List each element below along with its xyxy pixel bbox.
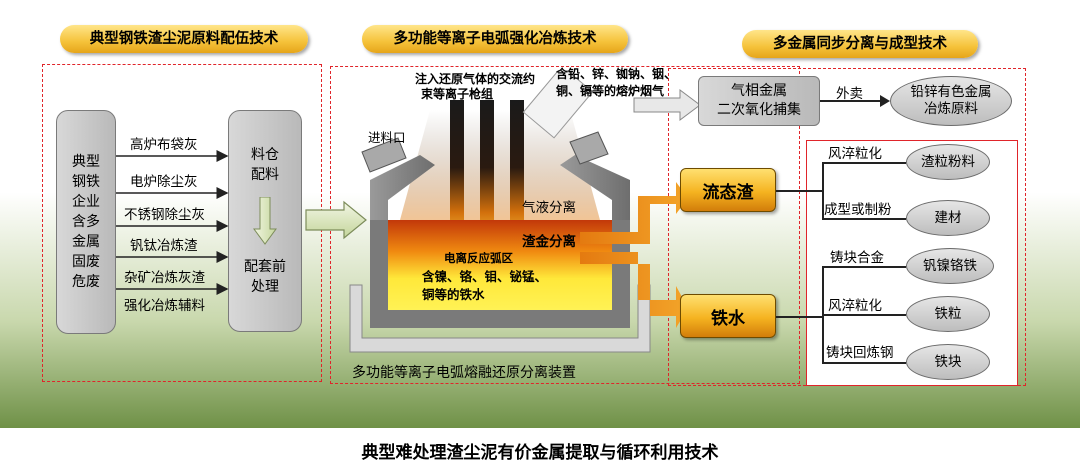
source-line: 固废 (72, 254, 100, 270)
iron-tree-trunk (776, 316, 822, 318)
bin-batching-box: 料仓 配料 配套前 处理 (228, 110, 302, 332)
iron-branch (822, 362, 906, 364)
section-title-metal-separation: 多金属同步分离与成型技术 (742, 30, 978, 58)
source-line: 钢铁 (72, 174, 100, 190)
bin-bottom-line: 处理 (251, 279, 279, 295)
feed-inlet-tube (361, 137, 407, 173)
feed-arrow-icon (305, 200, 367, 240)
slag-arrow (580, 182, 688, 244)
slag-process-label: 成型或制粉 (824, 202, 892, 218)
source-line: 金属 (72, 234, 100, 250)
sell-connector (820, 100, 884, 102)
plasma-torch (510, 100, 524, 250)
section-title-plasma-smelting: 多功能等离子电弧强化冶炼技术 (362, 25, 628, 53)
material-label: 杂矿冶炼灰渣 (124, 270, 205, 286)
capture-line: 二次氧化捕集 (717, 102, 801, 118)
iron-box: 铁水 (680, 294, 776, 338)
fume-label-line: 含铅、锌、铷钠、铟、 (556, 67, 677, 81)
source-line: 企业 (72, 194, 100, 210)
iron-branch (822, 266, 906, 268)
inlet-label: 进料口 (368, 130, 406, 145)
iron-branch (822, 314, 906, 316)
nonferrous-line: 铅锌有色金属 (910, 84, 992, 100)
arc-zone-label: 电离反应弧区 (444, 251, 513, 265)
section-title-raw-material: 典型钢铁渣尘泥原料配伍技术 (60, 25, 308, 53)
torch-label: 注入还原气体的交流约 束等离子枪组 (415, 72, 535, 102)
capture-line: 气相金属 (731, 83, 787, 99)
slag-product-oval: 渣粒粉料 (906, 144, 990, 180)
source-line: 典型 (72, 154, 100, 170)
plasma-furnace-illustration (349, 70, 651, 353)
iron-process-label: 铸块回炼钢 (826, 345, 894, 361)
device-label: 多功能等离子电弧熔融还原分离装置 (352, 365, 576, 381)
slag-branch (822, 162, 906, 164)
bin-top-line: 配料 (251, 167, 279, 183)
vapor-capture-box: 气相金属 二次氧化捕集 (698, 76, 820, 126)
material-label: 高炉布袋灰 (130, 137, 198, 153)
slag-product-oval: 建材 (906, 200, 990, 236)
plasma-torch (450, 100, 464, 250)
source-line: 危废 (72, 274, 100, 290)
iron-process-label: 铸块合金 (830, 250, 884, 266)
iron-product-oval: 铁粒 (906, 296, 990, 332)
molten-iron-label: 含镍、铬、钼、铋锰、 铜等的铁水 (422, 268, 547, 304)
figure-caption: 典型难处理渣尘泥有价金属提取与循环利用技术 (361, 443, 719, 463)
torch-label-line: 束等离子枪组 (421, 87, 494, 101)
exhaust-duct-hatched (522, 70, 594, 139)
iron-arrow (580, 252, 688, 328)
slag-tree-spine (822, 162, 824, 218)
source-waste-box: 典型 钢铁 企业 含多 金属 固废 危废 (56, 110, 116, 334)
source-line: 含多 (72, 214, 100, 230)
crucible (370, 220, 630, 328)
bin-top-line: 料仓 (251, 147, 279, 163)
fume-label: 含铅、锌、铷钠、铟、 铜、镉等的熔炉烟气 (556, 66, 676, 100)
iron-product-oval: 钒镍铬铁 (906, 248, 994, 284)
exhaust-duct (569, 131, 609, 165)
material-label: 电炉除尘灰 (130, 174, 198, 190)
slag-tree-trunk (776, 190, 822, 192)
fume-label-line: 铜、镉等的熔炉烟气 (556, 84, 665, 98)
bin-bottom-line: 配套前 (244, 259, 286, 275)
material-arrows (116, 150, 229, 295)
iron-product-oval: 铁块 (906, 344, 990, 380)
sell-label: 外卖 (836, 86, 863, 102)
gas-liquid-label: 气液分离 (522, 200, 576, 216)
furnace-roof-right (560, 155, 630, 220)
torch-label-line: 注入还原气体的交流约 (415, 72, 536, 86)
slag-branch (822, 218, 906, 220)
molten-bath (388, 220, 612, 310)
molten-iron-line: 铜等的铁水 (422, 287, 485, 302)
nonferrous-oval: 铅锌有色金属 冶炼原料 (890, 76, 1012, 126)
slag-process-label: 风淬粒化 (828, 146, 882, 162)
material-label: 钒钛冶炼渣 (130, 238, 198, 254)
molten-iron-line: 含镍、铬、钼、铋锰、 (422, 269, 548, 284)
material-label: 不锈钢除尘灰 (124, 207, 205, 223)
plasma-torch (480, 100, 494, 250)
material-label: 强化冶炼辅料 (124, 298, 205, 314)
furnace-roof-left (370, 155, 435, 220)
fume-arrow-icon (633, 89, 701, 121)
down-arrow-icon (253, 197, 277, 245)
sell-arrowhead-icon (880, 95, 890, 107)
slag-metal-label: 渣金分离 (522, 234, 576, 250)
tap-arrows (580, 182, 688, 328)
nonferrous-line: 冶炼原料 (924, 101, 978, 117)
iron-process-label: 风淬粒化 (828, 298, 882, 314)
slag-box: 流态渣 (680, 168, 776, 212)
